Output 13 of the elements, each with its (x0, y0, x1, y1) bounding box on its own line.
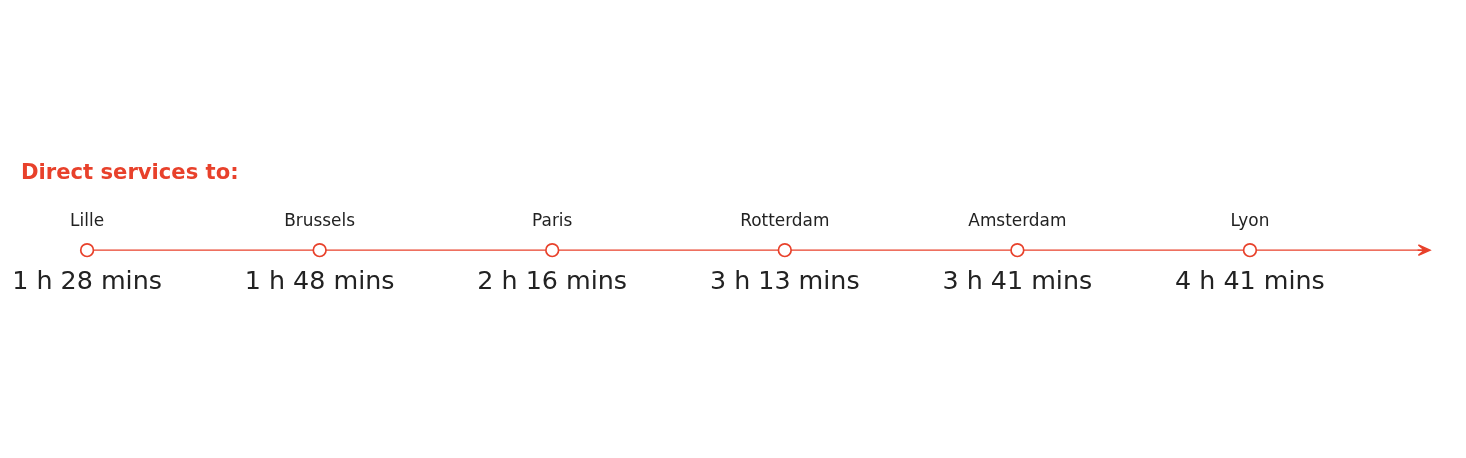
node-label: 1 h 48 mins (244, 265, 395, 296)
node-label: Rotterdam (740, 209, 830, 230)
node-label: Paris (532, 209, 573, 230)
node-label: Lille (70, 209, 105, 230)
node-label: Lyon (1230, 209, 1270, 230)
node-label: Amsterdam (968, 209, 1067, 230)
node-label: Brussels (284, 209, 356, 230)
node-label: 3 h 13 mins (709, 265, 860, 296)
node-label: 4 h 41 mins (1175, 265, 1325, 296)
node-label: 3 h 41 mins (942, 265, 1093, 296)
node-label: 1 h 28 mins (12, 265, 162, 296)
node-label: 2 h 16 mins (477, 265, 628, 296)
diagram-title: Direct services to: (21, 159, 239, 185)
